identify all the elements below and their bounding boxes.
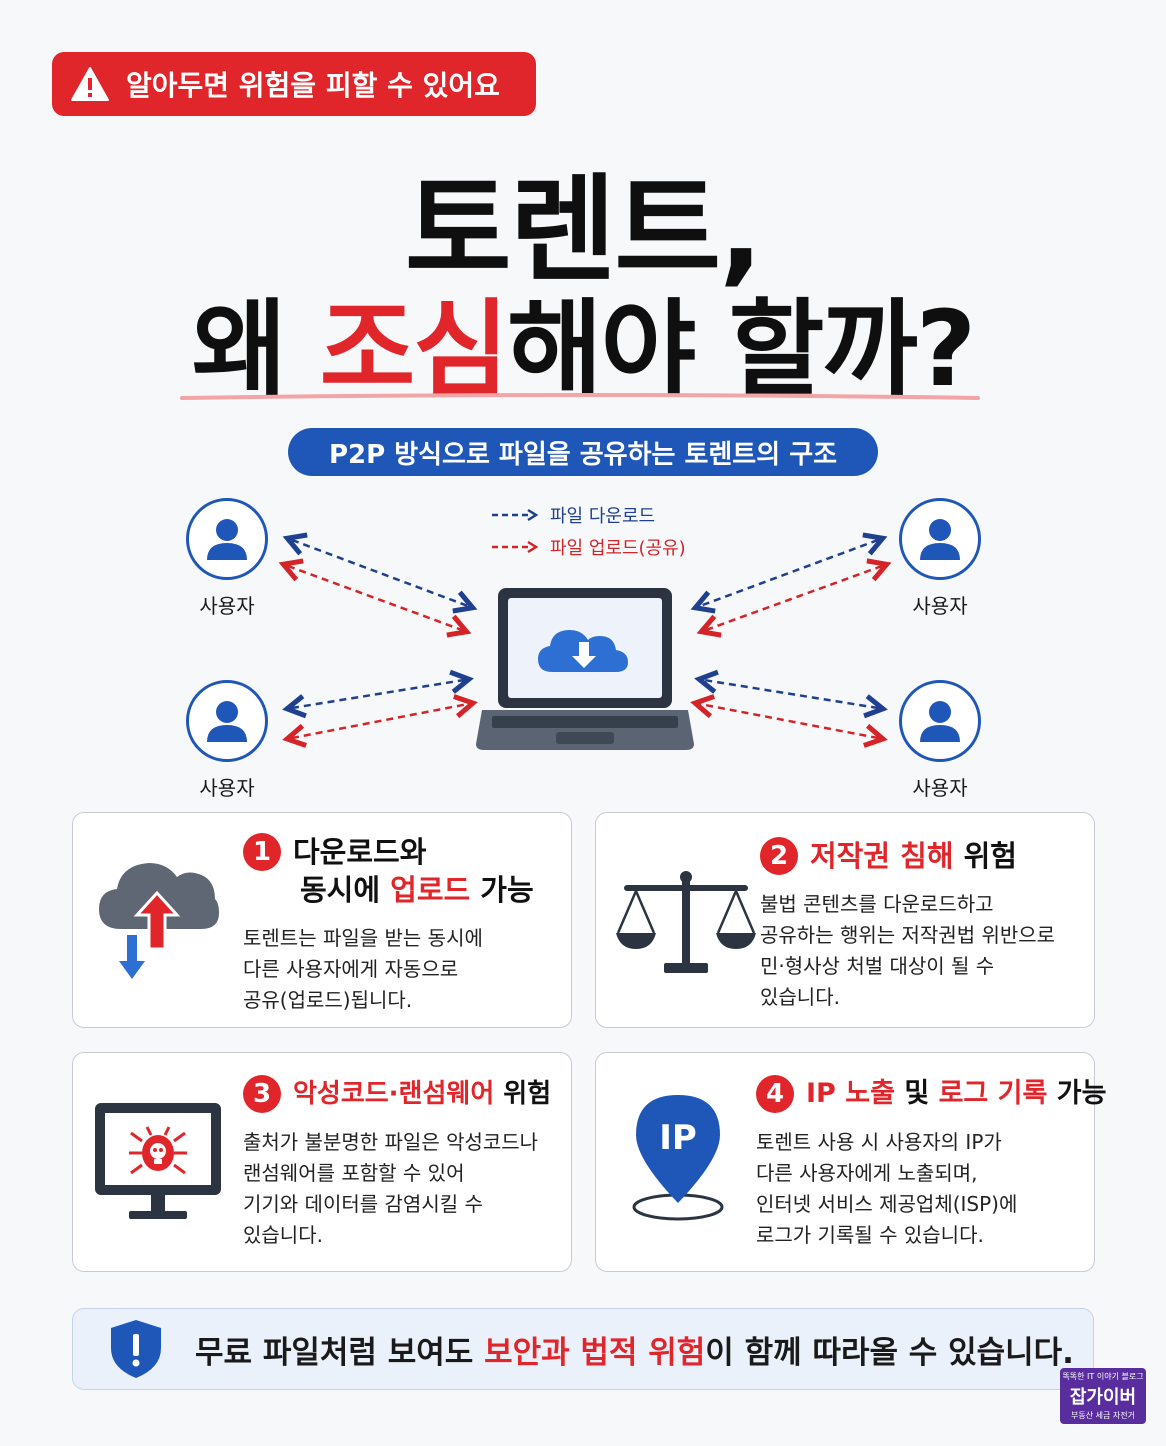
card-body: 불법 콘텐츠를 다운로드하고 공유하는 행위는 저작권법 위반으로 민·형사상 … [760, 889, 1090, 1013]
card-body-line: 있습니다. [243, 1223, 323, 1247]
card-copyright-risk: 2 저작권 침해 위험 불법 콘텐츠를 다운로드하고 공유하는 행위는 저작권법 … [595, 812, 1095, 1028]
card-body: 토렌트는 파일을 받는 동시에 다른 사용자에게 자동으로 공유(업로드)됩니다… [243, 923, 563, 1016]
card-title-highlight: 악성코드·랜섬웨어 [293, 1079, 495, 1109]
warning-badge-text: 알아두면 위험을 피할 수 있어요 [126, 69, 500, 102]
brand-logo: 똑똑한 IT 이야기 블로그 잡가이버 부동산 세금 자전거 [1060, 1368, 1146, 1424]
bottom-warning-bar: 무료 파일처럼 보여도 보안과 법적 위험이 함께 따라올 수 있습니다. [72, 1308, 1094, 1390]
card-title: 4 IP 노출 및 로그 기록 가능 [756, 1075, 1106, 1113]
card-title-highlight-ip: IP 노출 [806, 1078, 895, 1109]
user-bottom-left: 사용자 [167, 680, 287, 801]
card-body-line: 인터넷 서비스 제공업체(ISP)에 [756, 1192, 1018, 1216]
user-avatar [899, 680, 981, 762]
card-number-badge: 1 [243, 833, 281, 871]
card-upload-risk: 1 다운로드와 동시에 업로드 가능 토렌트는 파일을 받는 동시에 다른 사용자… [72, 812, 572, 1028]
card-title-b-suffix: 가능 [470, 873, 534, 907]
logo-bottom-text: 부동산 세금 자전거 [1071, 1411, 1135, 1420]
card-title-a: 다운로드와 [293, 835, 427, 869]
card-body-line: 로그가 기록될 수 있습니다. [756, 1223, 984, 1247]
card-title-highlight-log: 로그 기록 [938, 1078, 1048, 1109]
title-suffix: 해야 할까? [507, 288, 976, 410]
card-title-suffix: 위험 [953, 839, 1017, 873]
card-title-line2: 동시에 업로드 가능 [300, 871, 563, 909]
dashed-arrow-icon [492, 540, 539, 554]
card-title: 1 다운로드와 [243, 833, 563, 871]
card-number-badge: 2 [760, 837, 798, 875]
title-underline [180, 393, 980, 400]
card-title-suffix: 위험 [494, 1079, 552, 1109]
card-body-line: 공유하는 행위는 저작권법 위반으로 [760, 923, 1056, 947]
card-body-line: 토렌트는 파일을 받는 동시에 [243, 926, 483, 950]
user-top-right: 사용자 [880, 498, 1000, 619]
card-title-suffix: 가능 [1047, 1078, 1107, 1109]
legend-upload: 파일 업로드(공유) [490, 534, 686, 560]
p2p-arrows [0, 0, 1166, 800]
cloud-upload-download-icon [99, 863, 219, 979]
card-title-b-prefix: 동시에 [300, 873, 391, 907]
card-body-line: 불법 콘텐츠를 다운로드하고 [760, 892, 994, 916]
user-label: 사용자 [199, 594, 255, 618]
warning-triangle-icon [71, 67, 109, 101]
user-label: 사용자 [912, 594, 968, 618]
card-body-line: 공유(업로드)됩니다. [243, 988, 413, 1012]
ip-icon-text: IP [659, 1118, 697, 1158]
user-label: 사용자 [199, 776, 255, 800]
legend-download: 파일 다운로드 [490, 502, 655, 528]
user-avatar [186, 680, 268, 762]
title-highlight: 조심 [319, 288, 509, 410]
page-title-line1: 토렌트, [404, 163, 763, 298]
user-icon [920, 701, 960, 742]
card-ip-exposure-risk: IP 4 IP 노출 및 로그 기록 가능 토렌트 사용 시 사용자의 IP가 다… [595, 1052, 1106, 1272]
user-label: 사용자 [912, 776, 968, 800]
infected-monitor-icon [95, 1103, 221, 1219]
card-title-highlight: 저작권 침해 [810, 839, 954, 873]
laptop-icon [476, 588, 694, 750]
legend-upload-label: 파일 업로드(공유) [550, 538, 686, 559]
card-title-mid: 및 [894, 1078, 939, 1109]
card-body-line: 출처가 불분명한 파일은 악성코드나 [243, 1130, 539, 1154]
card-title: 3 악성코드·랜섬웨어 위험 [243, 1075, 567, 1113]
legend-download-label: 파일 다운로드 [550, 506, 656, 527]
title-prefix: 왜 [191, 288, 320, 410]
cloud-download-icon [538, 630, 628, 672]
card-title: 2 저작권 침해 위험 [760, 837, 1090, 875]
ip-location-pin-icon: IP [632, 1095, 724, 1221]
user-avatar [186, 498, 268, 580]
page-title-line2: 왜 조심해야 할까? [0, 264, 1166, 415]
bottom-prefix: 무료 파일처럼 보여도 [195, 1334, 485, 1371]
card-title-highlight: 업로드 [390, 873, 471, 907]
card-malware-risk: 3 악성코드·랜섬웨어 위험 출처가 불분명한 파일은 악성코드나 랜섬웨어를 포… [72, 1052, 572, 1272]
user-top-left: 사용자 [167, 498, 287, 619]
card-number-badge: 4 [756, 1075, 794, 1113]
card-body-line: 있습니다. [760, 985, 840, 1009]
user-icon [207, 519, 247, 560]
card-body-line: 민·형사상 처벌 대상이 될 수 [760, 954, 995, 978]
user-avatar [899, 498, 981, 580]
card-number-badge: 3 [243, 1075, 281, 1113]
scales-of-justice-icon [616, 871, 756, 973]
bottom-highlight: 보안과 법적 위험 [484, 1334, 706, 1371]
card-body-line: 기기와 데이터를 감염시킬 수 [243, 1192, 483, 1216]
card-body-line: 랜섬웨어를 포함할 수 있어 [243, 1161, 465, 1185]
user-icon [207, 701, 247, 742]
card-body: 토렌트 사용 시 사용자의 IP가 다른 사용자에게 노출되며, 인터넷 서비스… [756, 1127, 1090, 1251]
dashed-arrow-icon [492, 508, 539, 522]
card-body-line: 다른 사용자에게 노출되며, [756, 1161, 978, 1185]
card-body: 출처가 불분명한 파일은 악성코드나 랜섬웨어를 포함할 수 있어 기기와 데이… [243, 1127, 567, 1251]
bottom-suffix: 이 함께 따라올 수 있습니다. [705, 1334, 1074, 1371]
logo-main-text: 잡가이버 [1069, 1387, 1137, 1408]
warning-badge: 알아두면 위험을 피할 수 있어요 [52, 52, 536, 116]
bottom-warning-text: 무료 파일처럼 보여도 보안과 법적 위험이 함께 따라올 수 있습니다. [195, 1327, 1074, 1372]
user-icon [920, 519, 960, 560]
logo-top-text: 똑똑한 IT 이야기 블로그 [1062, 1372, 1144, 1381]
diagram-heading: P2P 방식으로 파일을 공유하는 토렌트의 구조 [288, 428, 878, 476]
shield-exclamation-icon [111, 1320, 161, 1378]
user-bottom-right: 사용자 [880, 680, 1000, 801]
card-body-line: 토렌트 사용 시 사용자의 IP가 [756, 1130, 1002, 1154]
card-body-line: 다른 사용자에게 자동으로 [243, 957, 459, 981]
